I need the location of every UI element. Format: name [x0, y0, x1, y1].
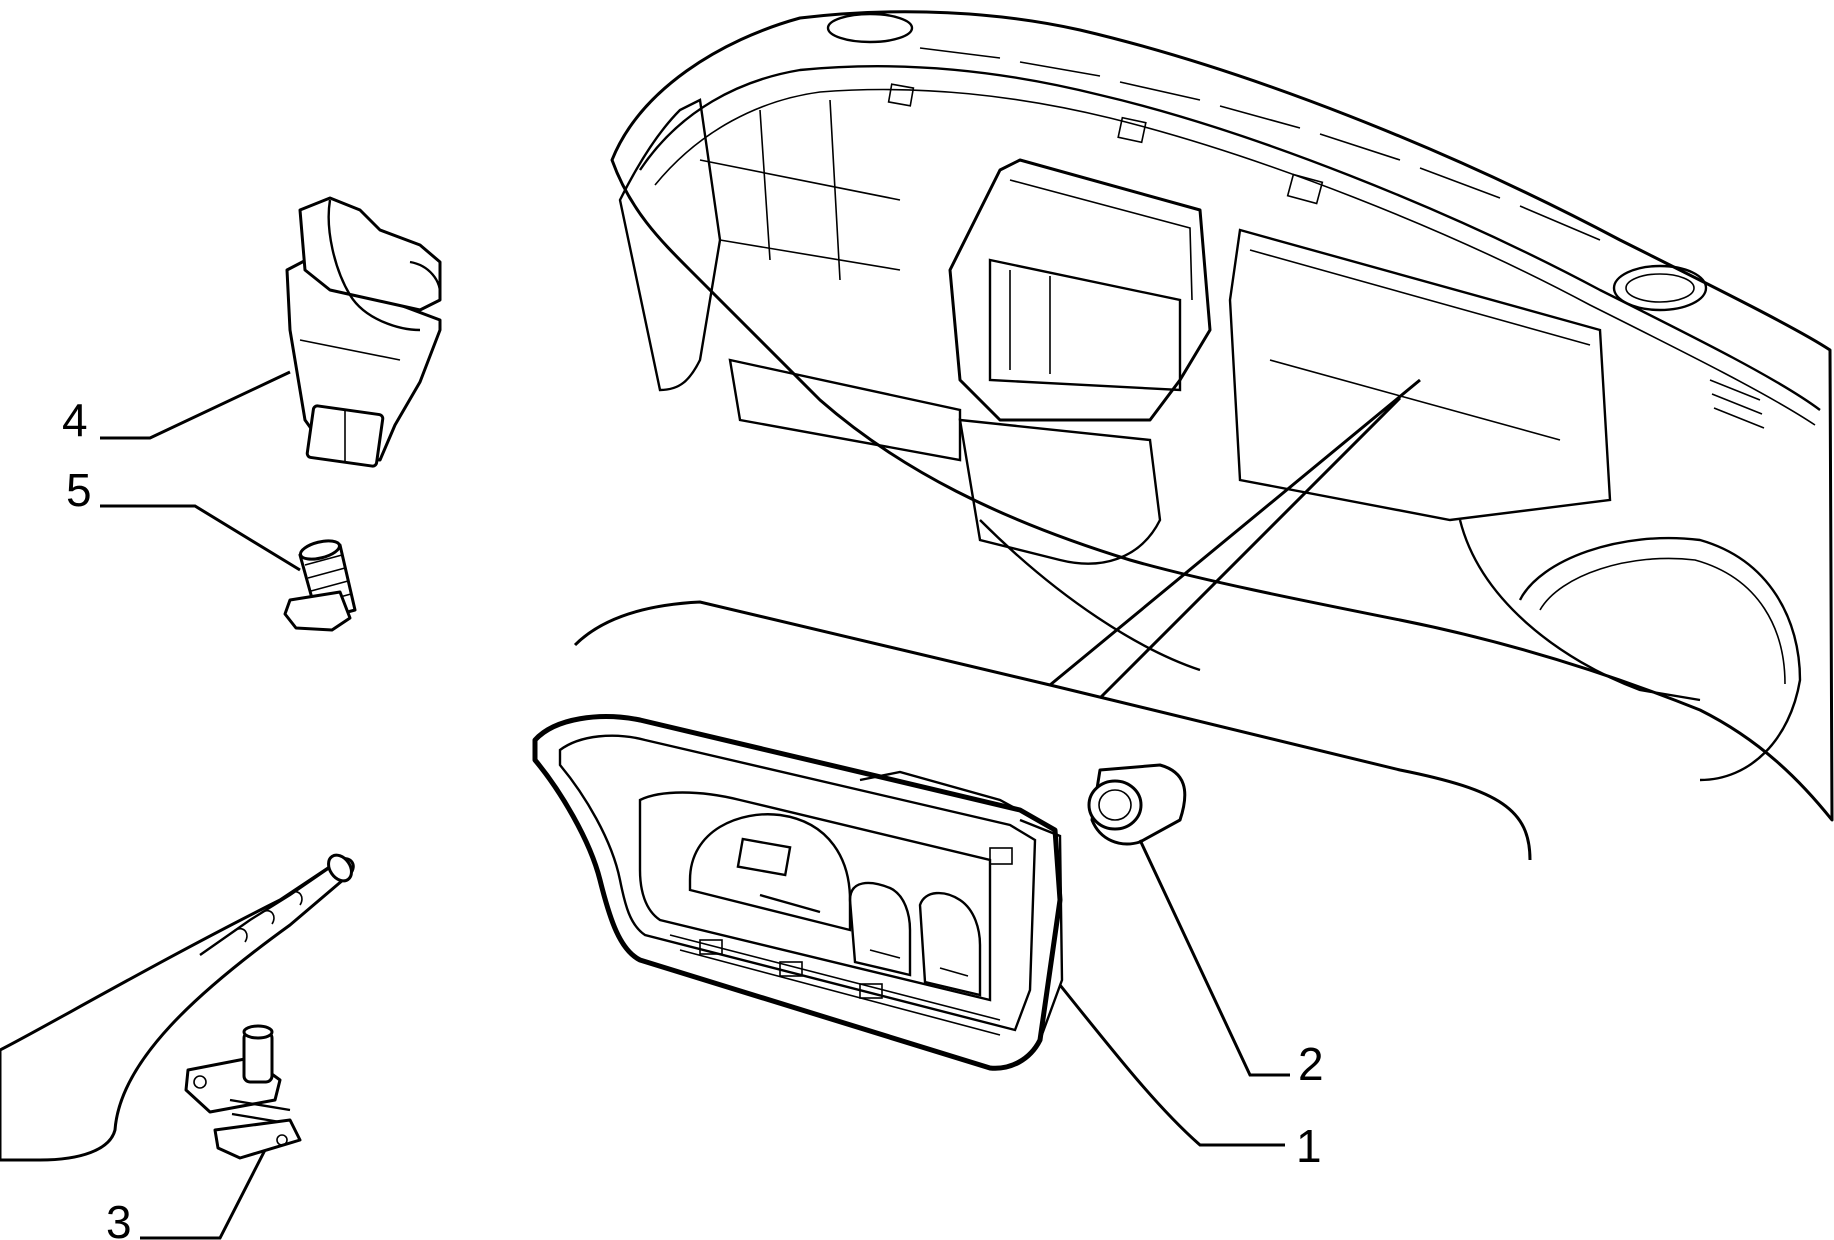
leader-lines: [100, 370, 1421, 1240]
part-label-3: 3: [106, 1196, 132, 1240]
handbrake-lever: [0, 853, 355, 1162]
dashboard-assembly: [573, 10, 1834, 861]
leader-line-3: [140, 1149, 267, 1240]
part-label-2: 2: [1298, 1038, 1324, 1090]
leader-line-4: [100, 370, 291, 440]
part-label-4: 4: [62, 394, 88, 446]
bulb-socket: [1087, 763, 1187, 846]
leader-line-5: [100, 504, 301, 572]
leader-line-1-dashboard: [1049, 378, 1421, 700]
switch-bracket: [184, 1024, 302, 1160]
leader-line-2: [1138, 839, 1290, 1077]
part-label-1: 1: [1296, 1120, 1322, 1172]
ignition-switch: [285, 196, 442, 468]
instrument-cluster: [532, 714, 1064, 1071]
bolt: [283, 539, 357, 632]
part-label-5: 5: [66, 464, 92, 516]
leader-line-1: [1058, 984, 1285, 1147]
